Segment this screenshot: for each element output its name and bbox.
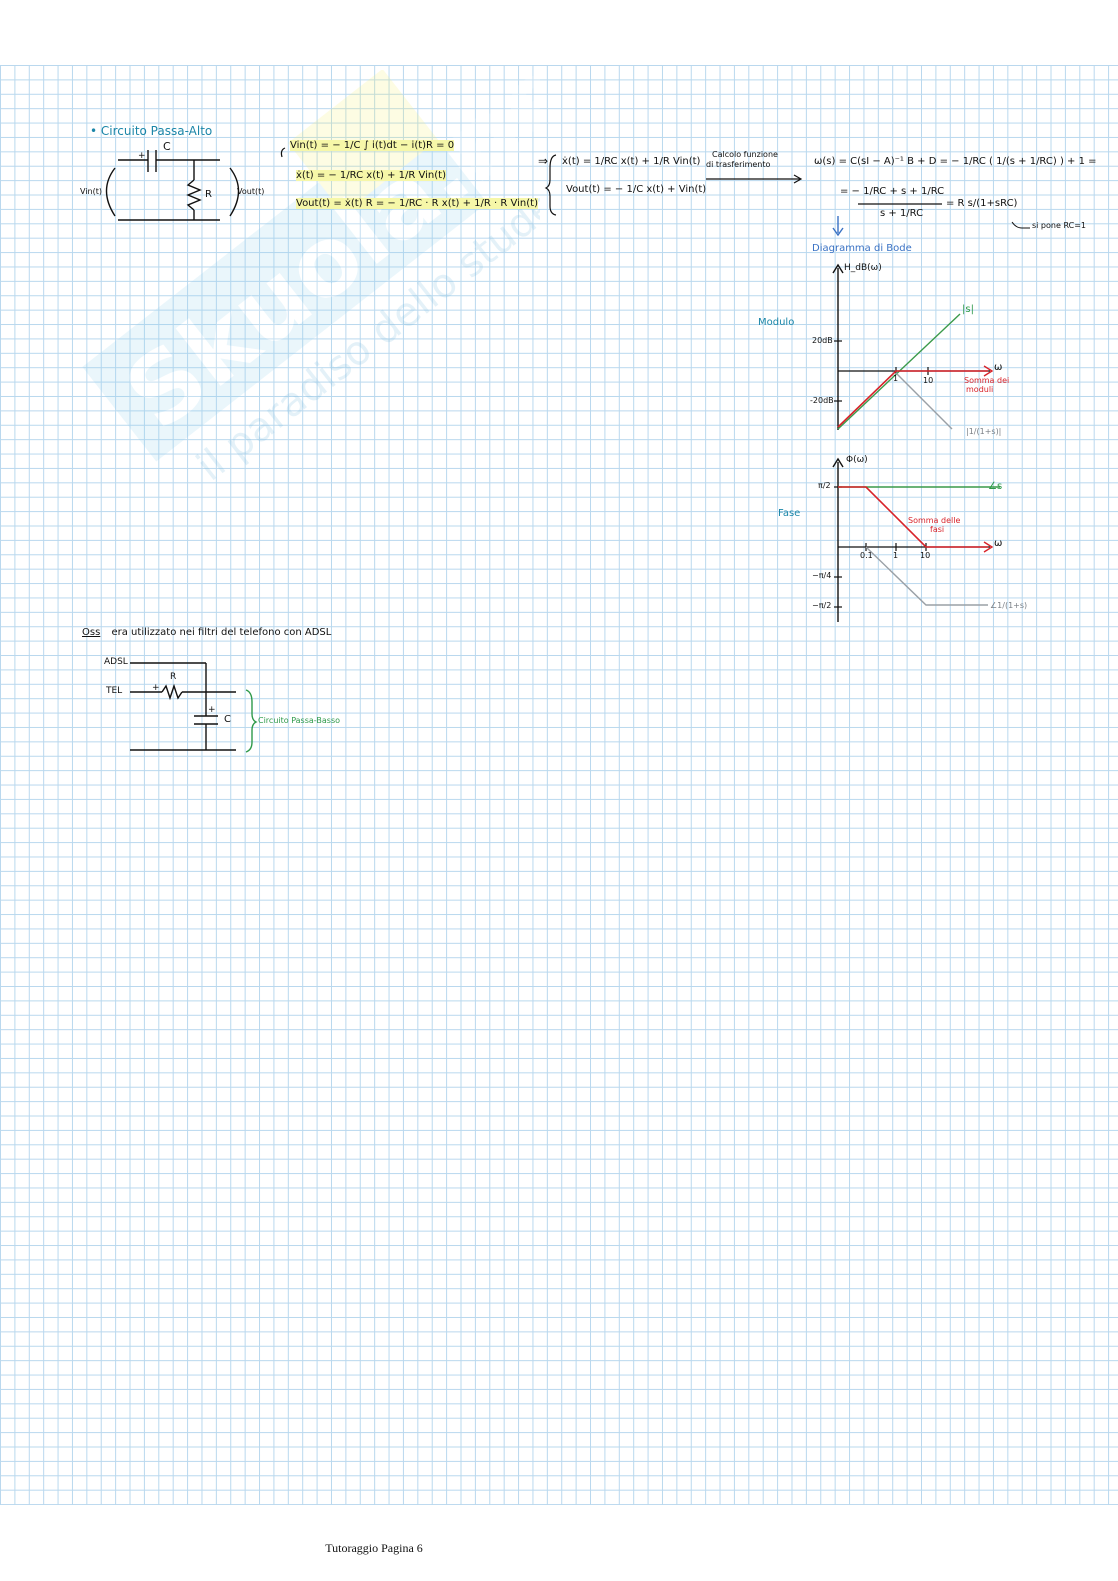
mag-s-label: |s|	[962, 304, 974, 315]
circuit2-adsl-label: ADSL	[104, 657, 128, 667]
phase-line-inv	[865, 546, 988, 606]
oss-prefix: Oss	[82, 627, 101, 638]
bode-magnitude-plot	[832, 263, 994, 430]
phase-sum-label-2: fasi	[930, 525, 945, 534]
phase-inv-label: ∠1/(1+s)	[990, 601, 1028, 610]
eq-brace	[280, 147, 286, 158]
phase-omega-label: ω	[994, 538, 1003, 549]
circuit2-res-label: R	[170, 672, 177, 682]
circuit1-cap-label: C	[163, 140, 171, 153]
eq-mid-1: ẋ(t) = 1/RC x(t) + 1/R Vin(t)	[562, 156, 701, 167]
modulo-label: Modulo	[758, 317, 795, 328]
tf-line2-num: = − 1/RC + s + 1/RC	[840, 186, 945, 197]
calc-label-1: Calcolo funzione	[712, 150, 778, 159]
circuit2-brace-label: Circuito Passa-Basso	[258, 716, 341, 725]
phase-sum-label-1: Somma delle	[908, 516, 961, 525]
phase-tick-1-label: 1	[893, 551, 899, 560]
eq-mid-2: Vout(t) = − 1/C x(t) + Vin(t)	[566, 184, 707, 195]
mag-sum-label-1: Somma dei	[964, 376, 1010, 385]
tf-note-hook	[1011, 221, 1030, 229]
circuit1-plus: +	[138, 151, 146, 161]
mag-sum-label-2: moduli	[966, 385, 994, 394]
implies-arrow: ⇒	[538, 154, 549, 168]
mag-tick-m20db-label: -20dB	[810, 396, 834, 405]
bode-phase-plot	[832, 457, 1000, 622]
circuit1-res-label: R	[205, 189, 212, 200]
mag-axis-label: H_dB(ω)	[844, 263, 882, 273]
eq-left-1: Vin(t) = − 1/C ∫ i(t)dt − i(t)R = 0	[290, 140, 455, 151]
oss-text: era utilizzato nei filtri del telefono c…	[111, 627, 332, 638]
mag-omega-label: ω	[994, 362, 1003, 373]
oss-line: Oss era utilizzato nei filtri del telefo…	[82, 627, 331, 638]
phase-line-sum	[838, 486, 988, 548]
phase-tick-01-label: 0.1	[860, 551, 873, 560]
phase-x-arrow	[983, 541, 994, 553]
phase-axis-label: Φ(ω)	[846, 455, 868, 465]
tf-line1: ω(s) = C(sI − A)⁻¹ B + D = − 1/RC ( 1/(s…	[814, 156, 1097, 167]
grid-paper	[0, 65, 1118, 1505]
circuit2-plus-r: +	[152, 683, 160, 693]
phase-y-arrow	[832, 457, 844, 468]
fase-label: Fase	[778, 508, 801, 519]
mag-line-sum	[837, 370, 988, 428]
mag-line-inv	[895, 372, 953, 430]
phase-tick-mpi4-label: −π/4	[812, 571, 832, 580]
phase-s-label: ∠s	[988, 481, 1003, 492]
phase-tick-pi2-label: π/2	[818, 481, 831, 490]
circuit2-plus-c: +	[208, 705, 216, 715]
eq-left-3: Vout(t) = ẋ(t) R = − 1/RC · R x(t) + 1/R…	[296, 198, 538, 209]
eq-left-2: ẋ(t) = − 1/RC x(t) + 1/R Vin(t)	[296, 170, 446, 181]
mag-y-arrow	[832, 263, 844, 274]
mag-tick-10-label: 10	[923, 376, 934, 385]
section-title: • Circuito Passa-Alto	[90, 124, 213, 138]
down-arrow	[832, 216, 844, 237]
calc-label-2: di trasferimento	[706, 160, 771, 169]
circuit-low-pass	[130, 662, 236, 751]
mag-x-arrow	[983, 365, 994, 377]
tf-note: si pone RC=1	[1032, 221, 1086, 230]
circuit1-vin-label: Vin(t)	[80, 187, 102, 196]
circuit1-vout-label: Vout(t)	[237, 187, 264, 196]
mag-tick-1-label: 1	[893, 374, 899, 383]
circuit2-cap-label: C	[224, 714, 231, 725]
mag-inv-label: |1/(1+s)|	[966, 427, 1002, 436]
circuit-high-pass	[105, 150, 240, 221]
tf-arrow	[706, 174, 803, 184]
tf-line2-den: s + 1/RC	[880, 208, 924, 219]
circuit2-brace	[245, 689, 258, 753]
mag-tick-20db-label: 20dB	[812, 336, 833, 345]
phase-tick-10-label: 10	[920, 551, 931, 560]
circuit2-tel-label: TEL	[106, 686, 123, 696]
tf-line2-rhs: = R s/(1+sRC)	[946, 198, 1018, 209]
bode-title: Diagramma di Bode	[812, 243, 912, 254]
system-brace	[544, 154, 557, 216]
phase-tick-mpi2-label: −π/2	[812, 601, 832, 610]
page-footer: Tutoraggio Pagina 6	[325, 1541, 423, 1555]
